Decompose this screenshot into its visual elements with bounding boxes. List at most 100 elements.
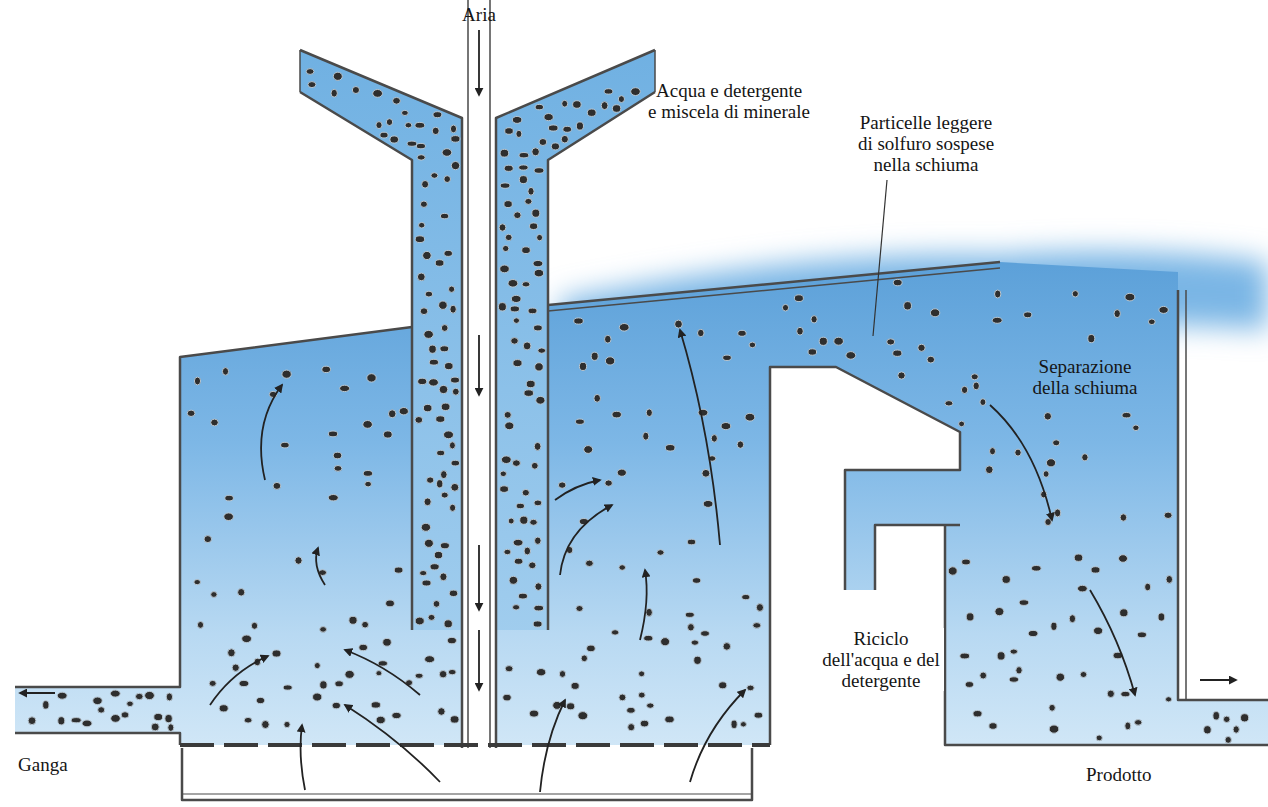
mineral-particle	[980, 672, 987, 679]
mineral-particle	[28, 717, 36, 725]
mineral-particle	[187, 410, 195, 416]
mineral-particle	[1148, 319, 1155, 325]
mineral-particle	[505, 422, 514, 430]
mineral-particle	[328, 431, 337, 437]
mineral-particle	[576, 122, 583, 130]
mineral-particle	[604, 89, 613, 94]
mineral-particle	[605, 357, 614, 365]
mineral-particle	[429, 345, 437, 353]
mineral-particle	[808, 349, 817, 355]
mineral-particle	[508, 280, 518, 288]
mineral-particle	[439, 301, 448, 309]
mineral-particle	[918, 344, 925, 351]
mineral-particle	[619, 565, 626, 571]
mineral-particle	[283, 685, 292, 690]
mineral-particle	[534, 269, 544, 277]
mineral-particle	[441, 492, 448, 498]
mineral-particle	[1002, 576, 1010, 584]
mineral-particle	[992, 317, 1002, 323]
mineral-particle	[371, 702, 380, 708]
mineral-particle	[500, 486, 509, 493]
mineral-particle	[1049, 725, 1059, 733]
mineral-particle	[1043, 471, 1049, 478]
mineral-particle	[418, 378, 427, 384]
mineral-particle	[980, 399, 986, 406]
mineral-particle	[1049, 704, 1055, 711]
mineral-particle	[511, 295, 521, 302]
mineral-particle	[562, 100, 568, 107]
mineral-particle	[308, 82, 316, 88]
mineral-particle	[430, 564, 439, 570]
mineral-particle	[219, 705, 228, 712]
mineral-particle	[1225, 737, 1231, 744]
mineral-particle	[451, 460, 460, 466]
mineral-particle	[1053, 440, 1060, 446]
mineral-particle	[232, 664, 239, 671]
mineral-particle	[415, 417, 423, 424]
mineral-particle	[513, 605, 520, 610]
mineral-particle	[390, 136, 399, 143]
mineral-particle	[376, 122, 382, 129]
mineral-particle	[334, 466, 342, 472]
mineral-particle	[43, 701, 49, 709]
mineral-particle	[93, 697, 102, 705]
mineral-particle	[737, 441, 744, 448]
mineral-particle	[363, 421, 373, 429]
mineral-particle	[225, 495, 234, 501]
mineral-particle	[111, 715, 121, 723]
mineral-particle	[362, 621, 369, 628]
mineral-particle	[508, 518, 514, 524]
mineral-particle	[1133, 425, 1139, 431]
mineral-particle	[452, 388, 459, 395]
mineral-particle	[437, 480, 443, 488]
flow-arrows	[20, 30, 1236, 792]
mineral-particle	[1122, 413, 1131, 418]
mineral-particle	[194, 377, 200, 385]
mineral-particle	[151, 723, 159, 731]
mineral-particle	[665, 445, 675, 452]
mineral-particle	[441, 403, 450, 410]
mineral-particle	[1164, 512, 1172, 518]
mineral-particle	[688, 624, 695, 631]
mineral-particle	[533, 260, 543, 266]
mineral-particle	[1223, 716, 1230, 722]
mineral-particle	[272, 650, 281, 657]
mineral-particle	[631, 88, 641, 96]
mineral-particle	[363, 471, 372, 477]
mineral-particle	[256, 697, 264, 703]
mineral-particle	[444, 431, 454, 439]
mineral-particle	[295, 557, 302, 565]
mineral-particle	[535, 104, 543, 109]
mineral-particle	[619, 694, 626, 701]
mineral-particle	[617, 469, 626, 476]
mineral-particle	[429, 359, 438, 365]
mineral-particle	[657, 550, 664, 556]
mineral-particle	[586, 560, 594, 566]
mineral-particle	[340, 385, 350, 391]
mineral-particle	[228, 649, 236, 657]
mineral-particle	[702, 469, 710, 477]
mineral-particle	[698, 329, 705, 336]
mineral-particle	[927, 356, 935, 363]
mineral-particle	[383, 638, 392, 646]
mineral-particle	[612, 411, 621, 418]
mineral-particle	[587, 109, 596, 116]
mineral-particle	[349, 616, 357, 624]
mineral-particle	[1241, 714, 1249, 722]
mineral-particle	[431, 173, 438, 179]
mineral-particle	[627, 707, 635, 713]
mineral-particle	[574, 318, 584, 324]
mineral-particle	[440, 213, 448, 218]
mineral-particle	[524, 390, 534, 397]
feed-channel-right	[496, 50, 655, 630]
mineral-particle	[333, 72, 342, 80]
mineral-particle	[98, 707, 105, 713]
mineral-particle	[959, 421, 965, 427]
mineral-particle	[380, 132, 388, 138]
mineral-particle	[1009, 677, 1018, 682]
mineral-particle	[962, 559, 971, 565]
mineral-particle	[522, 282, 530, 287]
vessel-outline	[15, 0, 1268, 800]
mineral-particle	[427, 477, 434, 483]
mineral-particle	[893, 279, 902, 285]
